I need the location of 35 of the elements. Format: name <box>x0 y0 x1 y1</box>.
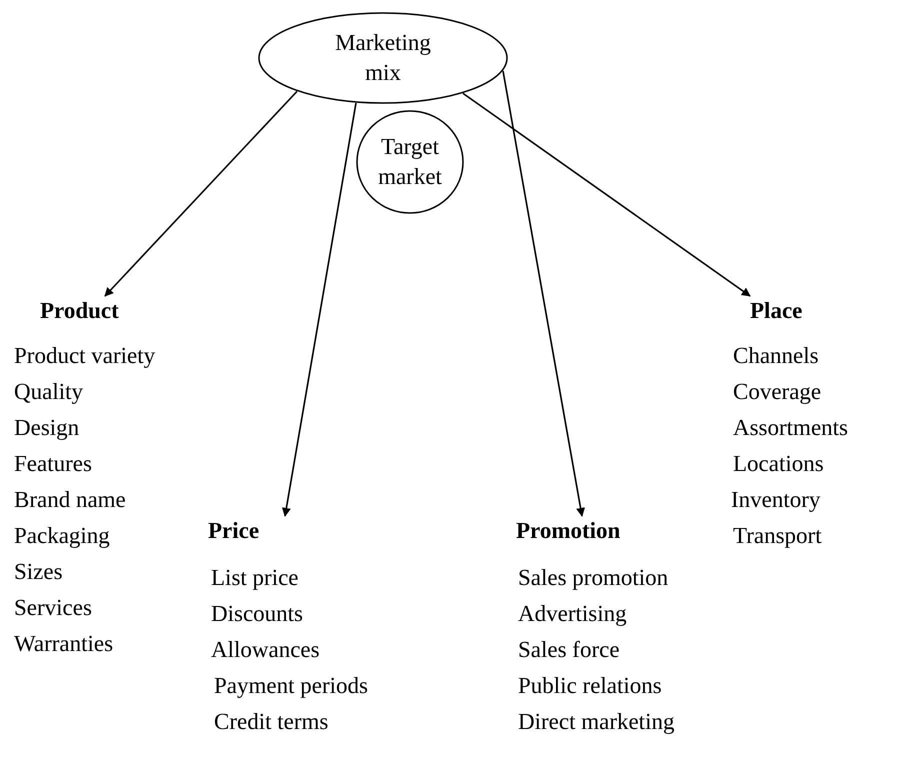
arrow <box>104 90 298 297</box>
list-item: Packaging <box>14 522 110 550</box>
arrow <box>502 70 586 517</box>
list-item: Direct marketing <box>518 708 674 736</box>
category-heading: Place <box>750 298 802 323</box>
list-item: Product variety <box>14 342 156 370</box>
list-item: Locations <box>733 450 824 478</box>
category-heading: Promotion <box>516 518 620 543</box>
arrow <box>462 92 751 297</box>
list-item: Inventory <box>731 486 820 514</box>
list-item: Credit terms <box>214 708 328 736</box>
list-item: Allowances <box>211 636 320 664</box>
list-item: Discounts <box>211 600 303 628</box>
list-item: Sales promotion <box>518 564 668 592</box>
list-item: Transport <box>733 522 822 550</box>
list-item: List price <box>211 564 298 592</box>
arrow <box>282 102 357 517</box>
list-item: Public relations <box>518 672 662 700</box>
list-item: Warranties <box>14 630 114 658</box>
list-item: Assortments <box>733 414 848 442</box>
list-item: Advertising <box>518 600 627 628</box>
category-heading: Price <box>208 518 260 543</box>
list-item: Sizes <box>14 558 63 586</box>
node-label: Target market <box>377 133 443 191</box>
node-label: Marketing mix <box>334 29 432 87</box>
list-item: Brand name <box>14 486 126 514</box>
list-item: Design <box>14 414 80 442</box>
list-item: Services <box>14 594 92 622</box>
list-item: Payment periods <box>214 672 368 700</box>
list-item: Sales force <box>518 636 620 664</box>
list-item: Coverage <box>733 378 822 406</box>
list-item: Channels <box>733 342 819 370</box>
list-item: Features <box>14 450 92 478</box>
category-heading: Product <box>40 298 119 323</box>
list-item: Quality <box>14 378 83 406</box>
